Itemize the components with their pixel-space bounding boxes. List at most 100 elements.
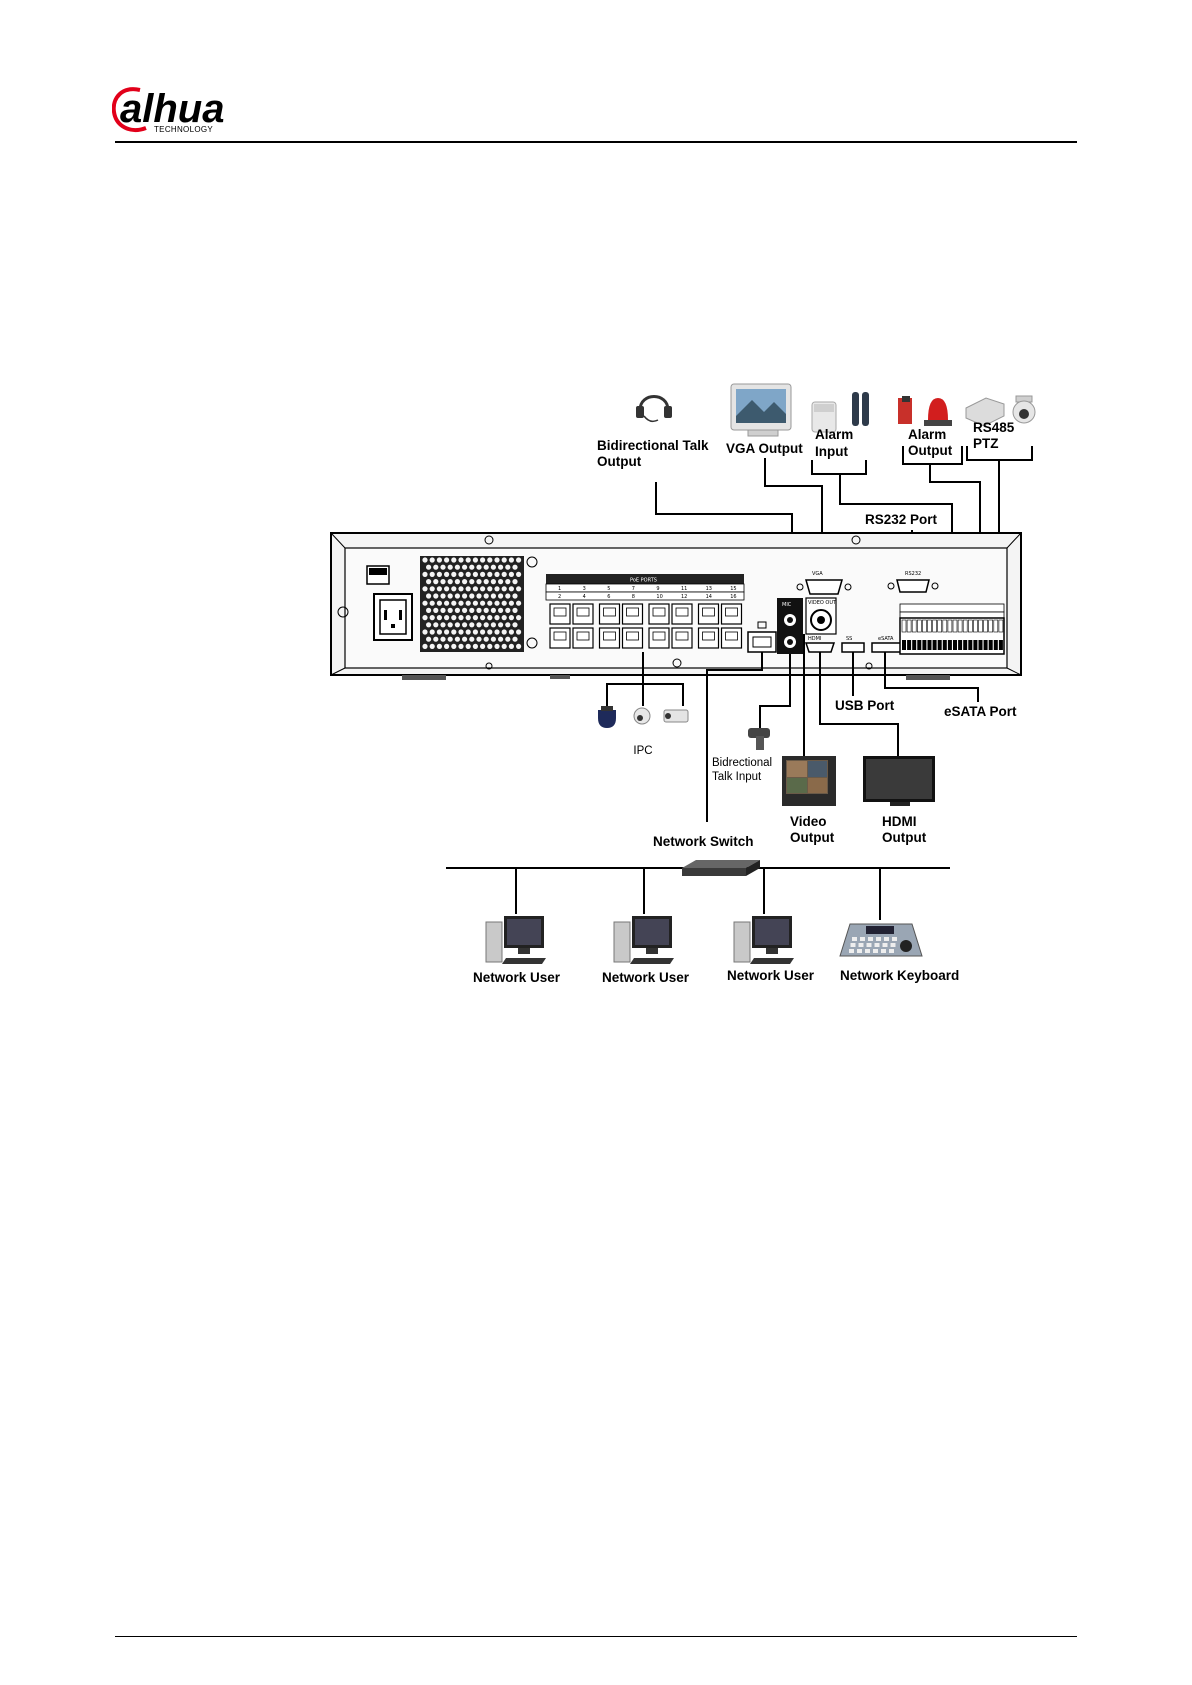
grille-hole — [451, 615, 457, 621]
grille-hole — [501, 557, 507, 563]
grille-hole — [451, 557, 457, 563]
hdmi-port — [804, 642, 836, 653]
grille-hole — [498, 564, 504, 570]
network-keyboard-label: Network Keyboard — [840, 968, 959, 983]
grille-hole — [458, 586, 464, 592]
grille-hole — [444, 557, 450, 563]
hdmi-tv-icon — [863, 756, 935, 806]
grille-hole — [494, 643, 500, 650]
grille-hole — [454, 579, 460, 585]
grille-hole — [508, 600, 514, 606]
keyboard-key — [849, 949, 854, 953]
keyboard-key — [892, 937, 897, 941]
grille-hole — [516, 557, 522, 563]
grille-hole — [462, 593, 468, 599]
poe-port-number: 4 — [583, 594, 586, 600]
terminal-screw — [927, 619, 932, 633]
grille-hole — [508, 643, 514, 650]
rs232-port-label: RS232 Port — [865, 512, 938, 527]
grille-hole — [429, 629, 435, 635]
grille-hole — [422, 643, 428, 650]
grille-hole — [480, 586, 486, 592]
grille-hole — [436, 600, 442, 606]
terminal-pin — [902, 640, 906, 650]
poe-port-number: 1 — [558, 586, 561, 592]
grille-hole — [454, 564, 460, 570]
grille-hole — [516, 600, 522, 606]
keyboard-key — [866, 943, 872, 947]
hdmi-output-label-2: Output — [882, 830, 927, 845]
keyboard-key — [890, 943, 896, 947]
video-monitor-icon — [782, 756, 836, 806]
pc-icon — [733, 916, 794, 964]
grille-hole — [494, 615, 500, 621]
grille-hole — [447, 579, 453, 585]
terminal-screw — [973, 619, 978, 633]
grille-hole — [433, 564, 439, 570]
grille-hole — [494, 557, 500, 563]
grille-hole — [436, 615, 442, 621]
poe-port-number: 3 — [583, 586, 586, 592]
network-user-2-label: Network User — [602, 970, 690, 985]
grille-hole — [462, 564, 468, 570]
poe-port-number: 16 — [730, 594, 736, 600]
grille-hole — [476, 607, 482, 614]
poe-port-number: 8 — [632, 594, 635, 600]
grille-hole — [516, 571, 522, 578]
alarm-terminal-header — [899, 603, 1005, 613]
terminal-pin — [912, 640, 917, 650]
grille-hole — [480, 629, 486, 635]
terminal-screw — [947, 619, 953, 633]
grille-hole — [469, 579, 475, 585]
grille-hole — [426, 607, 432, 614]
poe-rj45-socket — [675, 607, 689, 617]
grille-hole — [422, 586, 428, 592]
grille-hole — [447, 636, 453, 642]
poe-port-number: 6 — [607, 594, 610, 600]
grille-hole — [465, 571, 471, 578]
network-keyboard-icon — [839, 923, 923, 957]
usb-port — [841, 642, 865, 653]
grille-hole — [498, 622, 504, 628]
usb-port-label: USB Port — [835, 698, 895, 713]
grille-hole — [512, 593, 518, 599]
grille-hole — [487, 586, 493, 592]
grille-hole — [422, 571, 428, 578]
grille-hole — [447, 593, 453, 599]
grille-hole — [451, 600, 457, 606]
grille-hole — [444, 615, 450, 621]
bidirectional-talk-input-label-2: Talk Input — [712, 771, 762, 783]
grille-hole — [508, 586, 514, 592]
video-out-label: VIDEO OUT — [808, 600, 837, 606]
grille-hole — [429, 643, 435, 650]
poe-rj45-port — [697, 627, 720, 649]
keyboard-key — [873, 949, 878, 953]
poe-port-number: 12 — [681, 594, 687, 600]
terminal-screw — [911, 619, 917, 633]
grille-hole — [469, 564, 475, 570]
grille-hole — [490, 579, 496, 585]
terminal-pin — [968, 640, 973, 650]
poe-rj45-socket — [553, 631, 567, 641]
poe-rj45-socket — [626, 607, 639, 617]
grille-hole — [462, 607, 468, 614]
grille-hole — [472, 571, 478, 578]
alarm-output-siren-icon — [898, 396, 952, 426]
terminal-pin — [917, 640, 922, 650]
footer-rule — [115, 1636, 1077, 1637]
grille-hole — [505, 564, 511, 570]
grille-hole — [426, 636, 432, 642]
ipc-bracket-wire — [606, 683, 684, 706]
grille-hole — [429, 571, 435, 578]
grille-hole — [433, 607, 439, 614]
alarm-input-label: Alarm — [815, 427, 853, 442]
grille-hole — [436, 557, 442, 563]
grille-hole — [469, 636, 475, 642]
grille-hole — [490, 607, 496, 614]
grille-hole — [501, 571, 507, 578]
keyboard-key — [882, 943, 888, 947]
video-output-label-2: Output — [790, 830, 835, 845]
network-switch-icon — [682, 860, 760, 876]
